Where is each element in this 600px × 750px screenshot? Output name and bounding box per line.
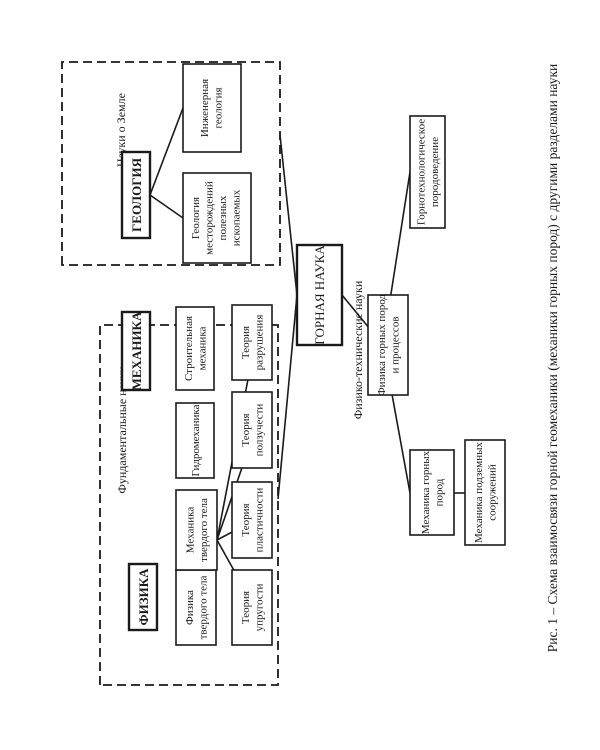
node-uprugost-line-2: упругости [254,583,266,631]
figure-caption: Рис. 1 – Схема взаимосвязи горной геомех… [545,64,560,653]
node-mekh-tt-line-1: Механика [185,507,197,554]
node-teoriya-plastichnosti: Теория пластичности [231,481,273,559]
node-gidromekhanika: Гидромеханика [175,402,215,479]
node-fizika-tt-line-1: Физика [184,590,196,625]
node-mekhanika-podzemnykh-sooruzheniy: Механика подземных сооружений [464,439,506,546]
node-stroitelnaya-mekhanika: Строительная механика [175,306,215,391]
node-fizika: ФИЗИКА [127,562,159,632]
node-mekhanika-tverdogo-tela: Механика твердого тела [175,489,218,571]
group-label-fundamental: Фундаментальные науки [115,366,129,494]
node-stroit-line-1: Строительная [183,316,195,381]
node-teoriya-uprugosti: Теория упругости [231,569,273,646]
edge-earth-gornaya [279,134,298,296]
node-mekh-podz-line-2: сооружений [487,464,499,521]
node-mekh-podz-line-1: Механика подземных [473,442,485,543]
edge-geologiya-inzhgeol [149,107,184,196]
node-plastichnost-line-2: пластичности [254,488,266,553]
node-teoriya-polzuchesti: Теория ползучести [231,391,273,469]
node-uprugost-line-1: Теория [240,591,252,624]
node-geol-mest-line-2: месторождений [204,181,216,255]
node-fiz-gp-line-1: Физика горных пород [376,294,388,396]
node-stroit-line-2: механика [197,327,209,371]
node-geol-mest-line-4: ископаемых [231,189,243,246]
node-gorno-tekh-line-1: Горнотехнологическое [416,119,428,225]
edge-geologiya-geolmest [149,194,184,219]
node-mekhanika-line-1: МЕХАНИКА [129,311,144,390]
node-polzuchest-line-1: Теория [240,413,252,446]
node-inzhenernaya-geologiya: Инженерная геология [182,63,242,153]
group-frame-earth [61,61,281,266]
node-fizika-tverdogo-tela: Физика твердого тела [175,569,217,646]
node-mekh-tt-line-2: твердого тела [198,498,210,562]
node-inzh-geol-line-1: Инженерная [199,79,211,137]
node-fiz-gp-line-2: и процессов [390,316,402,373]
group-label-earth: Науки о Земле [114,93,128,167]
node-fizika-line-1: ФИЗИКА [136,568,151,626]
node-mekh-gp-line-1: Механика горных [420,450,432,534]
node-mekhanika-gornykh-porod: Механика горных пород [409,449,455,536]
node-inzh-geol-line-2: геология [213,87,225,128]
node-polzuchest-line-2: ползучести [254,404,266,457]
node-fizika-tt-line-2: твердого тела [198,575,210,639]
node-mekh-gp-line-2: пород [434,478,446,506]
edge-fundamental-gornaya [277,294,298,500]
node-geol-mest-line-1: Геология [190,197,202,239]
node-plastichnost-line-1: Теория [240,503,252,536]
node-gornaya-nauka: ГОРНАЯ НАУКА [295,243,344,347]
group-label-phystech: Физико-технические науки [351,280,365,419]
node-gidromekh-line-1: Гидромеханика [190,404,202,476]
node-geologiya-line-1: ГЕОЛОГИЯ [129,157,144,232]
node-razrushenie-line-2: разрушения [254,315,266,371]
node-razrushenie-line-1: Теория [240,326,252,359]
node-gorno-tekh-line-2: породоведение [429,137,441,207]
node-mekhanika: МЕХАНИКА [120,310,152,392]
node-gornotekhnologicheskoe-porodovedenie: Горнотехнологическое породоведение [409,115,446,229]
node-fizika-gornykh-porod: Физика горных пород и процессов [367,294,409,396]
node-geol-mest-line-3: полезных [217,195,229,240]
node-teoriya-razrusheniya: Теория разрушения [231,304,273,381]
node-gornaya-line-1: ГОРНАЯ НАУКА [312,245,327,345]
node-geologiya: ГЕОЛОГИЯ [120,150,152,240]
node-geologiya-mestorozhdeniy: Геология месторождений полезных ископаем… [182,172,252,264]
